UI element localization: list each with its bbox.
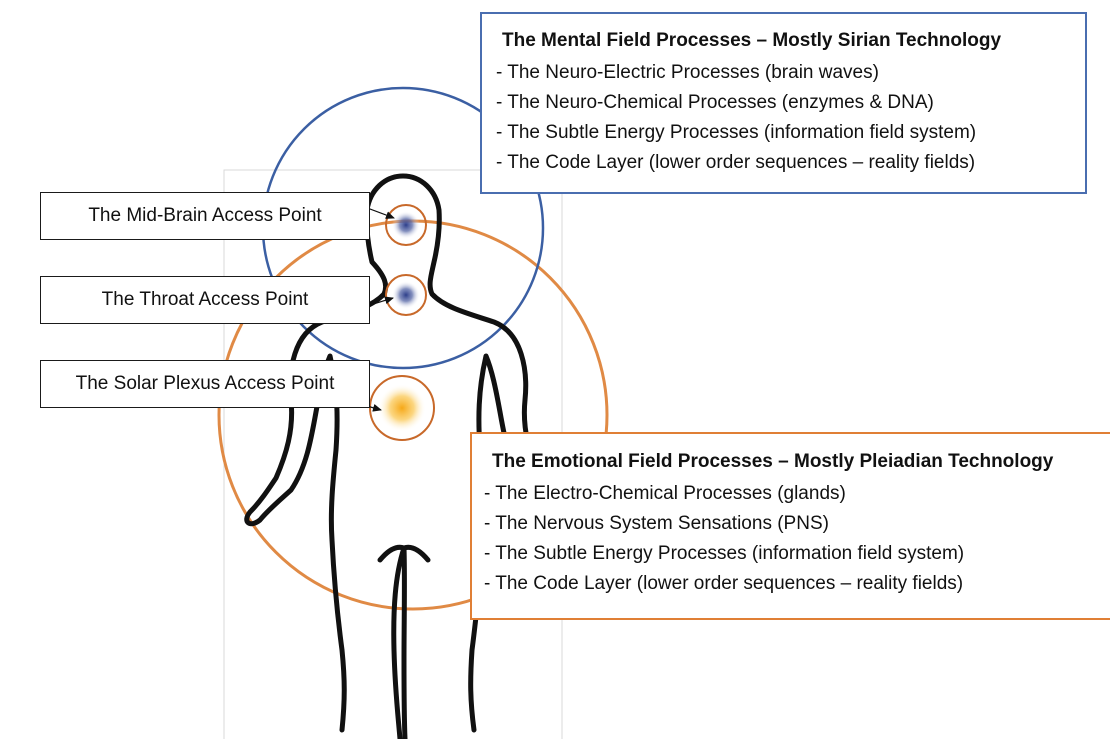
mid-brain-glow (392, 211, 420, 239)
throat-ring (385, 274, 427, 316)
emotional-field-item: - The Subtle Energy Processes (informati… (484, 543, 965, 564)
solar-plexus-ring (369, 375, 435, 441)
mid-brain-ring (385, 204, 427, 246)
mental-field-item: - The Code Layer (lower order sequences … (496, 152, 976, 173)
mental-field-item: - The Subtle Energy Processes (informati… (496, 122, 977, 143)
solar-plexus-label: The Solar Plexus Access Point (75, 373, 335, 394)
throat-access-point (385, 274, 427, 316)
mid-brain-label: The Mid-Brain Access Point (88, 205, 322, 226)
emotional-field-item: - The Electro-Chemical Processes (glands… (484, 483, 846, 504)
emotional-field-title: The Emotional Field Processes – Mostly P… (492, 451, 1054, 472)
mid-brain-label-box: The Mid-Brain Access Point (40, 192, 370, 240)
solar-plexus-access-point (369, 375, 435, 441)
emotional-field-item: - The Nervous System Sensations (PNS) (484, 513, 829, 534)
mental-field-title: The Mental Field Processes – Mostly Siri… (502, 30, 1002, 51)
emotional-field-item: - The Code Layer (lower order sequences … (484, 573, 964, 594)
solar-plexus-glow (378, 384, 426, 432)
throat-label-box: The Throat Access Point (40, 276, 370, 324)
mental-field-item: - The Neuro-Electric Processes (brain wa… (496, 62, 879, 83)
emotional-field-list: - The Electro-Chemical Processes (glands… (484, 479, 1110, 599)
solar-plexus-label-box: The Solar Plexus Access Point (40, 360, 370, 408)
throat-label: The Throat Access Point (101, 289, 309, 310)
mid-brain-access-point (385, 204, 427, 246)
mental-field-box: The Mental Field Processes – Mostly Siri… (480, 12, 1087, 194)
mental-field-list: - The Neuro-Electric Processes (brain wa… (496, 58, 1085, 178)
silhouette-legs-join (377, 544, 431, 563)
emotional-field-box: The Emotional Field Processes – Mostly P… (470, 432, 1110, 620)
mental-field-item: - The Neuro-Chemical Processes (enzymes … (496, 92, 934, 113)
throat-glow (392, 281, 420, 309)
